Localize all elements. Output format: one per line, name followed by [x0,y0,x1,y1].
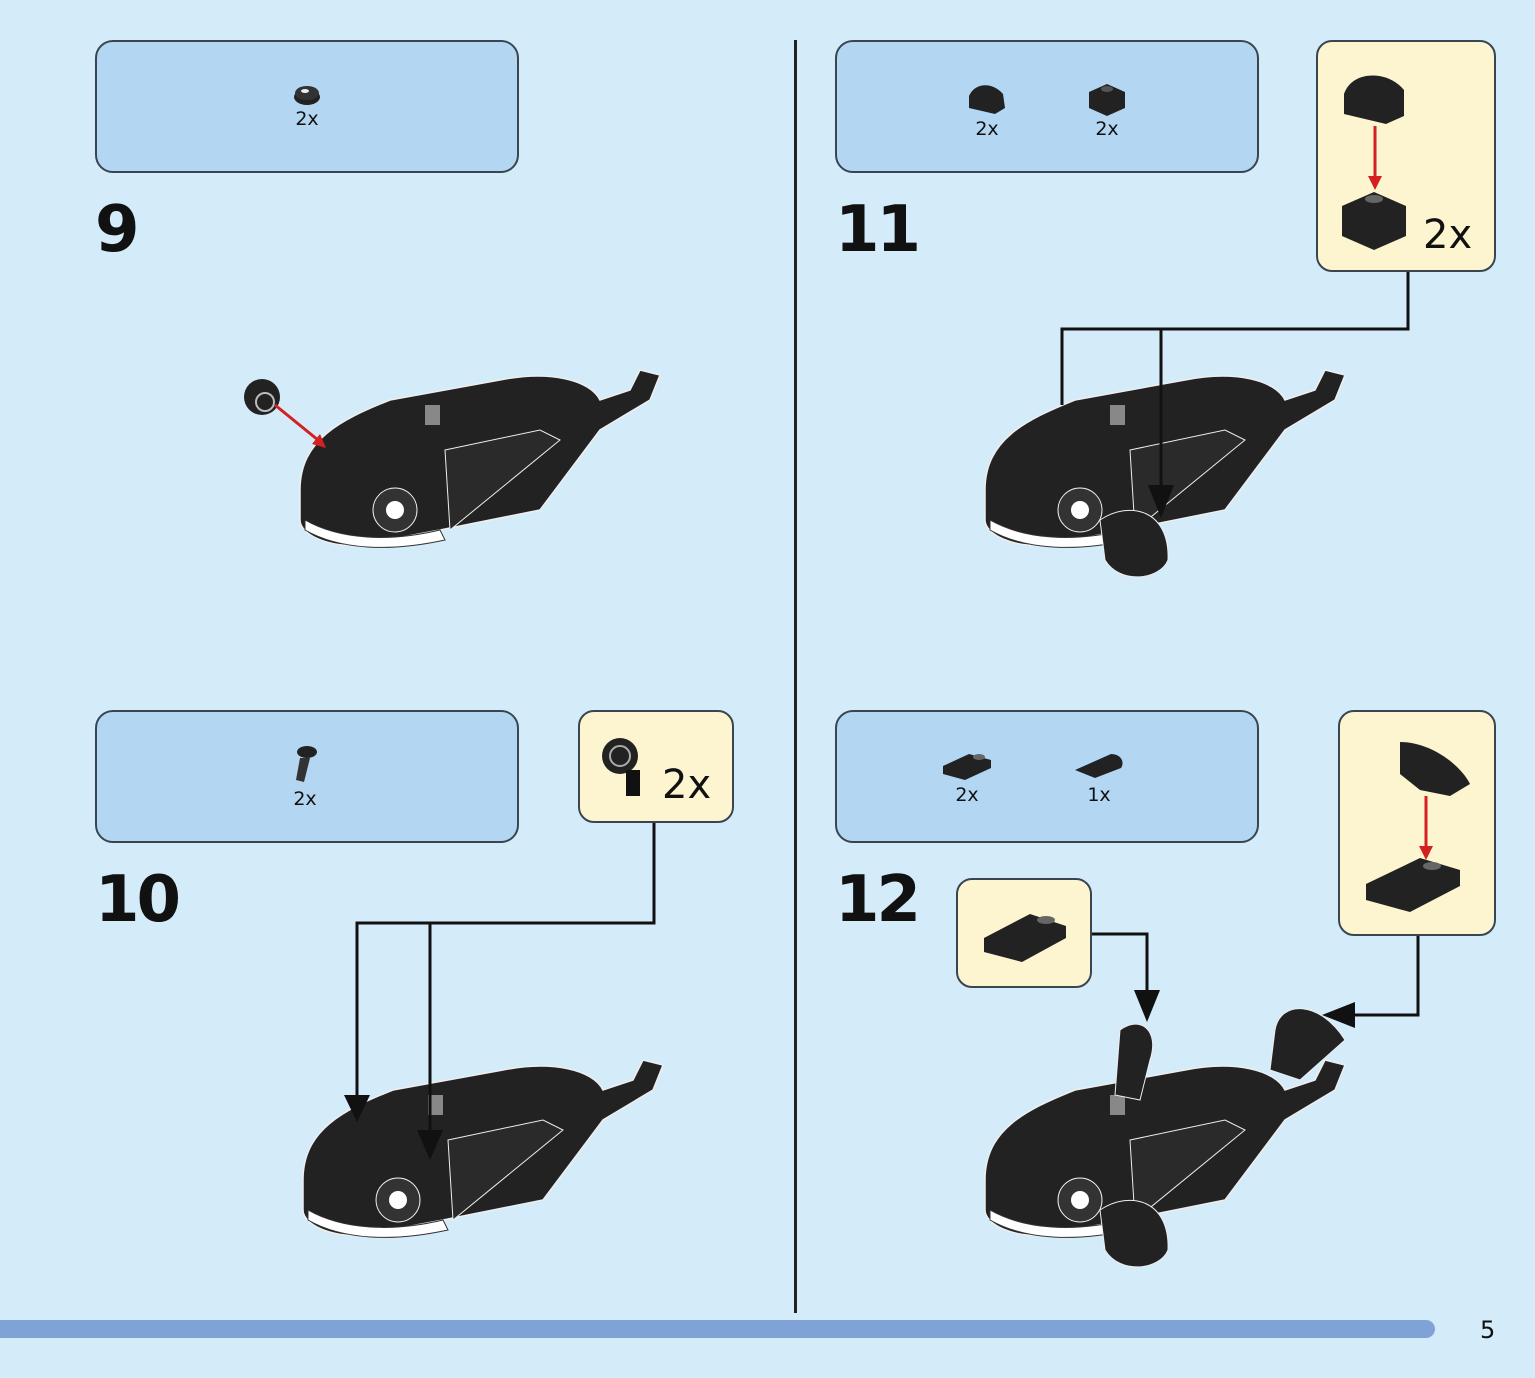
sub-assembly-icon [602,738,640,796]
pin-icon [296,746,317,782]
parts-list-step-12: 2x 1x [835,710,1259,843]
page-progress-bar [0,1320,1435,1338]
connector-line [1060,272,1410,405]
placement-arrow [274,403,319,442]
part-round-tile: 2x [277,82,337,130]
connector-line [1092,932,1149,1000]
part-qty: 2x [293,788,317,810]
part-qty: 2x [975,118,999,140]
part-brick-1x1: 2x [1077,80,1137,140]
callout-qty: 2x [1423,212,1473,258]
clip-plate-icon [943,754,991,780]
arrow-head [344,1095,370,1122]
round-tile-icon [294,86,320,105]
parts-list-step-10: 2x [95,710,519,843]
parts-list-step-11: 2x 2x [835,40,1259,173]
step-number: 11 [835,193,921,267]
callout-qty: 2x [662,762,712,808]
part-qty: 2x [1095,118,1119,140]
attached-part [1099,509,1169,578]
step-number: 9 [95,193,139,267]
part-qty: 1x [1087,784,1111,806]
connector-line [1350,936,1420,1017]
page-divider [794,40,797,1313]
parts-list-step-9: 2x [95,40,519,173]
arrow-head [417,1130,443,1160]
part-curved-slope: 2x [957,80,1017,140]
wedge-plate-icon [1075,754,1123,778]
sub-assembly-callout: 2x [578,710,734,823]
arrow-head [1148,485,1174,518]
part-clip-plate: 2x [937,746,997,806]
connector-line [355,823,656,1100]
model-step-11 [984,369,1346,549]
arrow-head [1322,1002,1355,1028]
sub-assembly-callout [1338,710,1496,936]
sub-assembly-callout [956,878,1092,988]
round-tile-icon [244,379,280,415]
part-wedge-plate: 1x [1069,746,1129,806]
page-number: 5 [1480,1316,1496,1344]
attached-tail [1269,1008,1346,1081]
sub-assembly-callout: 2x [1316,40,1496,272]
clip-plate-icon [984,914,1066,962]
attached-clip [1114,1023,1154,1101]
sub-assembly-icon [1342,75,1406,250]
step-number: 12 [835,863,921,937]
step-number: 10 [95,863,181,937]
arrow-head [1134,990,1160,1022]
sub-assembly-icon [1366,742,1470,912]
arrow-head [312,434,326,448]
curved-slope-icon [969,85,1005,114]
model-step-12 [984,1059,1346,1239]
brick-1x1-icon [1089,84,1125,116]
model-step-9 [299,369,661,549]
part-qty: 2x [295,108,319,130]
part-pin: 2x [275,744,335,810]
attached-part [1099,1199,1169,1268]
part-qty: 2x [955,784,979,806]
